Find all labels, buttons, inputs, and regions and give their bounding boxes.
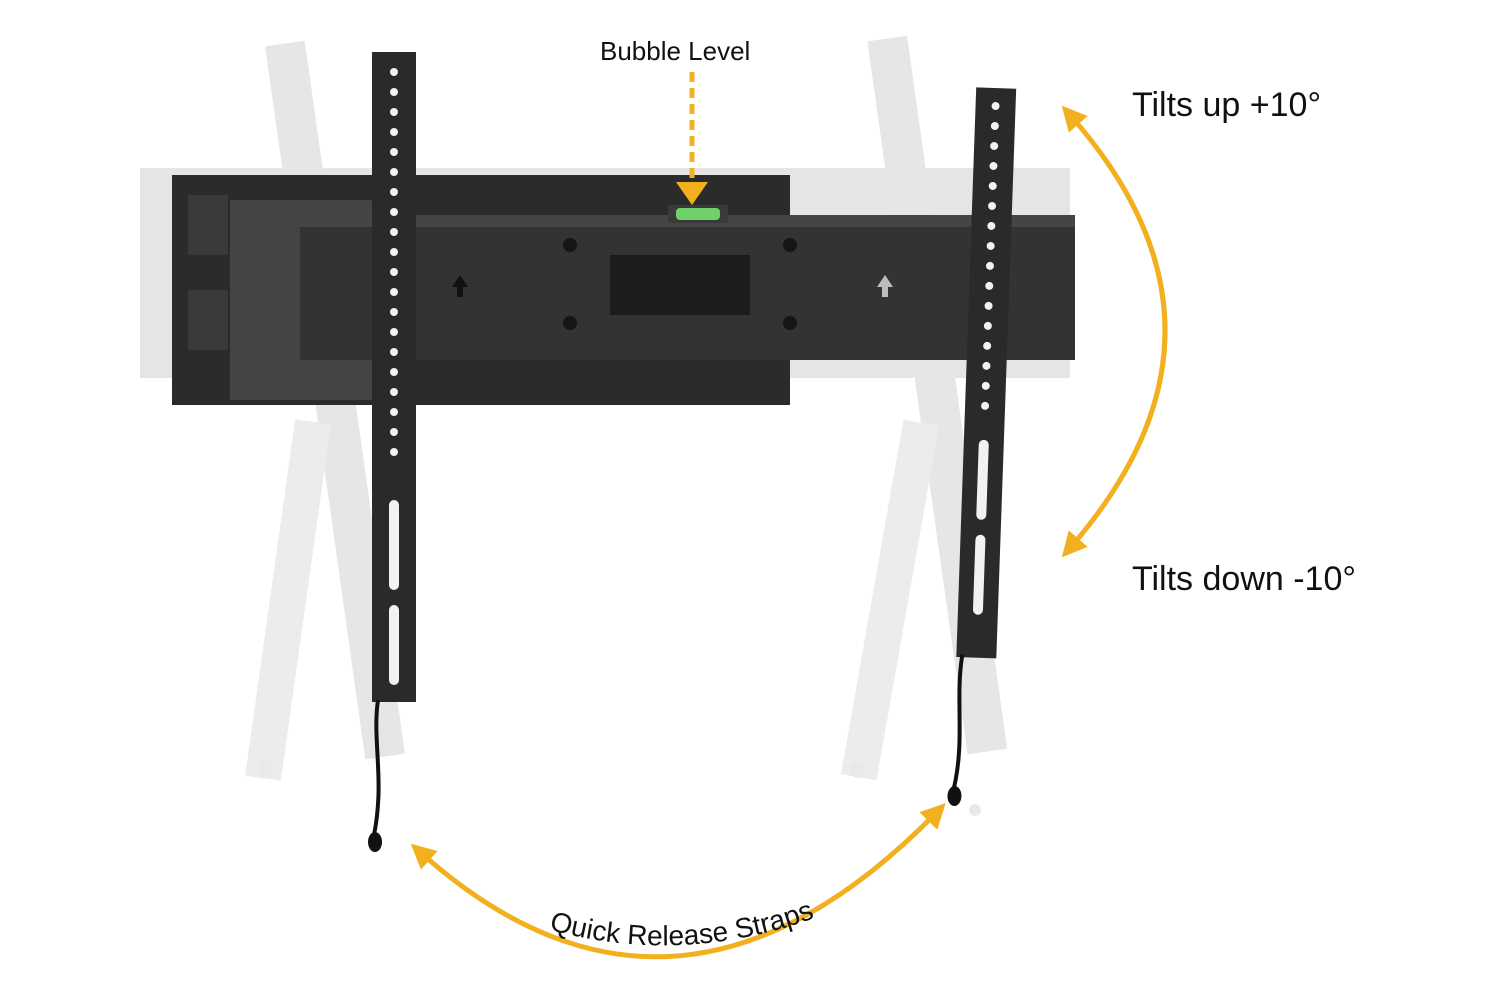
bubble-level-arrow: [676, 72, 708, 205]
tilt-up-label: Tilts up +10°: [1132, 86, 1322, 124]
ghost-bracket-back: [140, 35, 1070, 816]
left-vertical-arm: [368, 52, 416, 852]
tilt-down-label: Tilts down -10°: [1132, 560, 1356, 598]
horizontal-rail: [300, 215, 1075, 360]
bubble-level-vial: [668, 205, 728, 223]
bubble-level-label: Bubble Level: [600, 36, 751, 66]
quick-release-label: Quick Release Straps: [547, 894, 817, 951]
quick-release-arrow: [410, 803, 946, 960]
tilt-arrow: [1061, 105, 1168, 558]
right-vertical-arm: [947, 87, 1017, 807]
